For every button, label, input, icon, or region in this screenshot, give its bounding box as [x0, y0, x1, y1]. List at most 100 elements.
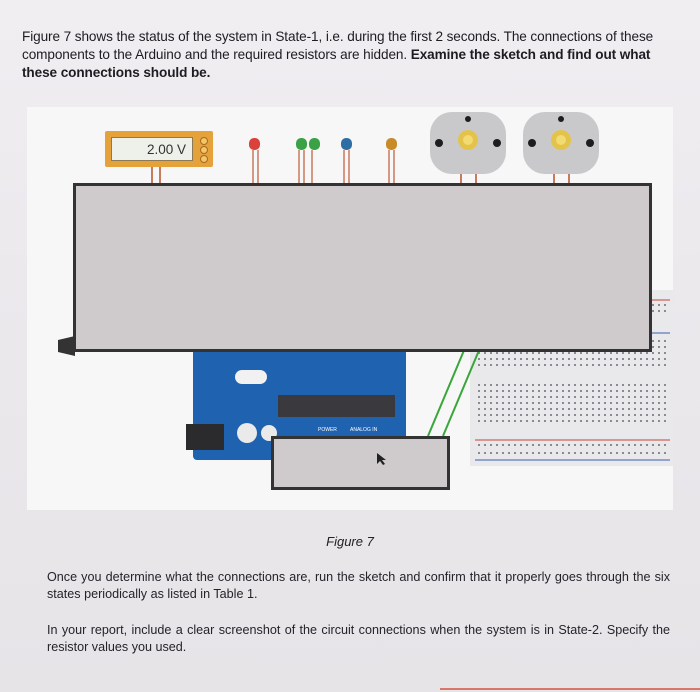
breadboard-hole — [556, 390, 558, 392]
breadboard-hole — [574, 444, 576, 446]
breadboard-hole — [568, 420, 570, 422]
breadboard-hole — [592, 390, 594, 392]
breadboard-hole — [544, 444, 546, 446]
breadboard-hole — [592, 408, 594, 410]
push-button-2 — [523, 112, 599, 188]
breadboard-hole — [538, 452, 540, 454]
breadboard-hole — [610, 444, 612, 446]
breadboard-hole — [502, 402, 504, 404]
breadboard-hole — [538, 396, 540, 398]
breadboard-hole — [484, 358, 486, 360]
hidden-connections-box — [73, 183, 652, 352]
breadboard-hole — [664, 390, 666, 392]
breadboard-hole — [598, 364, 600, 366]
breadboard-hole — [622, 444, 624, 446]
breadboard-hole — [628, 444, 630, 446]
breadboard-hole — [568, 402, 570, 404]
breadboard-hole — [496, 384, 498, 386]
breadboard-hole — [640, 384, 642, 386]
breadboard-hole — [634, 364, 636, 366]
breadboard-hole — [664, 310, 666, 312]
breadboard-hole — [574, 452, 576, 454]
breadboard-hole — [526, 408, 528, 410]
breadboard-hole — [538, 402, 540, 404]
breadboard-hole — [646, 384, 648, 386]
breadboard-hole — [556, 352, 558, 354]
breadboard-hole — [574, 390, 576, 392]
breadboard-hole — [658, 420, 660, 422]
breadboard-hole — [562, 384, 564, 386]
breadboard-hole — [580, 384, 582, 386]
breadboard-hole — [550, 444, 552, 446]
breadboard-hole — [616, 414, 618, 416]
breadboard-hole — [622, 364, 624, 366]
breadboard-hole — [502, 420, 504, 422]
breadboard-hole — [598, 414, 600, 416]
breadboard-hole — [556, 402, 558, 404]
breadboard-hole — [502, 452, 504, 454]
breadboard-hole — [502, 364, 504, 366]
breadboard-hole — [490, 402, 492, 404]
breadboard-hole — [604, 384, 606, 386]
breadboard-hole — [604, 408, 606, 410]
breadboard-hole — [514, 408, 516, 410]
push-button-1 — [430, 112, 506, 188]
breadboard-hole — [604, 444, 606, 446]
breadboard-hole — [550, 408, 552, 410]
breadboard-hole — [652, 340, 654, 342]
breadboard-hole — [586, 396, 588, 398]
breadboard-hole — [634, 384, 636, 386]
breadboard-hole — [646, 414, 648, 416]
breadboard-hole — [568, 384, 570, 386]
breadboard-hole — [658, 452, 660, 454]
breadboard-hole — [580, 390, 582, 392]
breadboard-hole — [532, 390, 534, 392]
breadboard-hole — [628, 358, 630, 360]
breadboard-hole — [586, 452, 588, 454]
breadboard-hole — [604, 390, 606, 392]
breadboard-hole — [664, 414, 666, 416]
breadboard-hole — [634, 408, 636, 410]
breadboard-hole — [556, 420, 558, 422]
breadboard-hole — [508, 390, 510, 392]
breadboard-hole — [652, 310, 654, 312]
hidden-resistors-box — [271, 436, 450, 490]
breadboard-hole — [508, 364, 510, 366]
breadboard-hole — [640, 452, 642, 454]
breadboard-hole — [658, 364, 660, 366]
breadboard-hole — [562, 420, 564, 422]
led-green-1 — [296, 138, 307, 188]
breadboard-hole — [526, 420, 528, 422]
breadboard-hole — [550, 396, 552, 398]
breadboard-hole — [598, 402, 600, 404]
breadboard-hole — [616, 420, 618, 422]
breadboard-hole — [640, 420, 642, 422]
breadboard-hole — [568, 390, 570, 392]
breadboard-hole — [538, 444, 540, 446]
breadboard-hole — [664, 384, 666, 386]
led-row — [249, 138, 397, 188]
breadboard-hole — [514, 414, 516, 416]
breadboard-hole — [532, 408, 534, 410]
breadboard-hole — [580, 414, 582, 416]
breadboard-hole — [478, 444, 480, 446]
breadboard-hole — [586, 358, 588, 360]
breadboard-hole — [652, 396, 654, 398]
breadboard-hole — [562, 390, 564, 392]
breadboard-hole — [574, 420, 576, 422]
figure-caption: Figure 7 — [326, 534, 374, 549]
breadboard-hole — [574, 364, 576, 366]
breadboard-hole — [646, 390, 648, 392]
breadboard-hole — [484, 408, 486, 410]
breadboard-hole — [520, 414, 522, 416]
breadboard-hole — [550, 384, 552, 386]
breadboard-hole — [532, 352, 534, 354]
breadboard-hole — [526, 414, 528, 416]
breadboard-hole — [514, 358, 516, 360]
breadboard-hole — [532, 396, 534, 398]
breadboard-hole — [622, 396, 624, 398]
breadboard-hole — [664, 444, 666, 446]
breadboard-hole — [640, 414, 642, 416]
breadboard-hole — [526, 352, 528, 354]
breadboard-hole — [604, 364, 606, 366]
